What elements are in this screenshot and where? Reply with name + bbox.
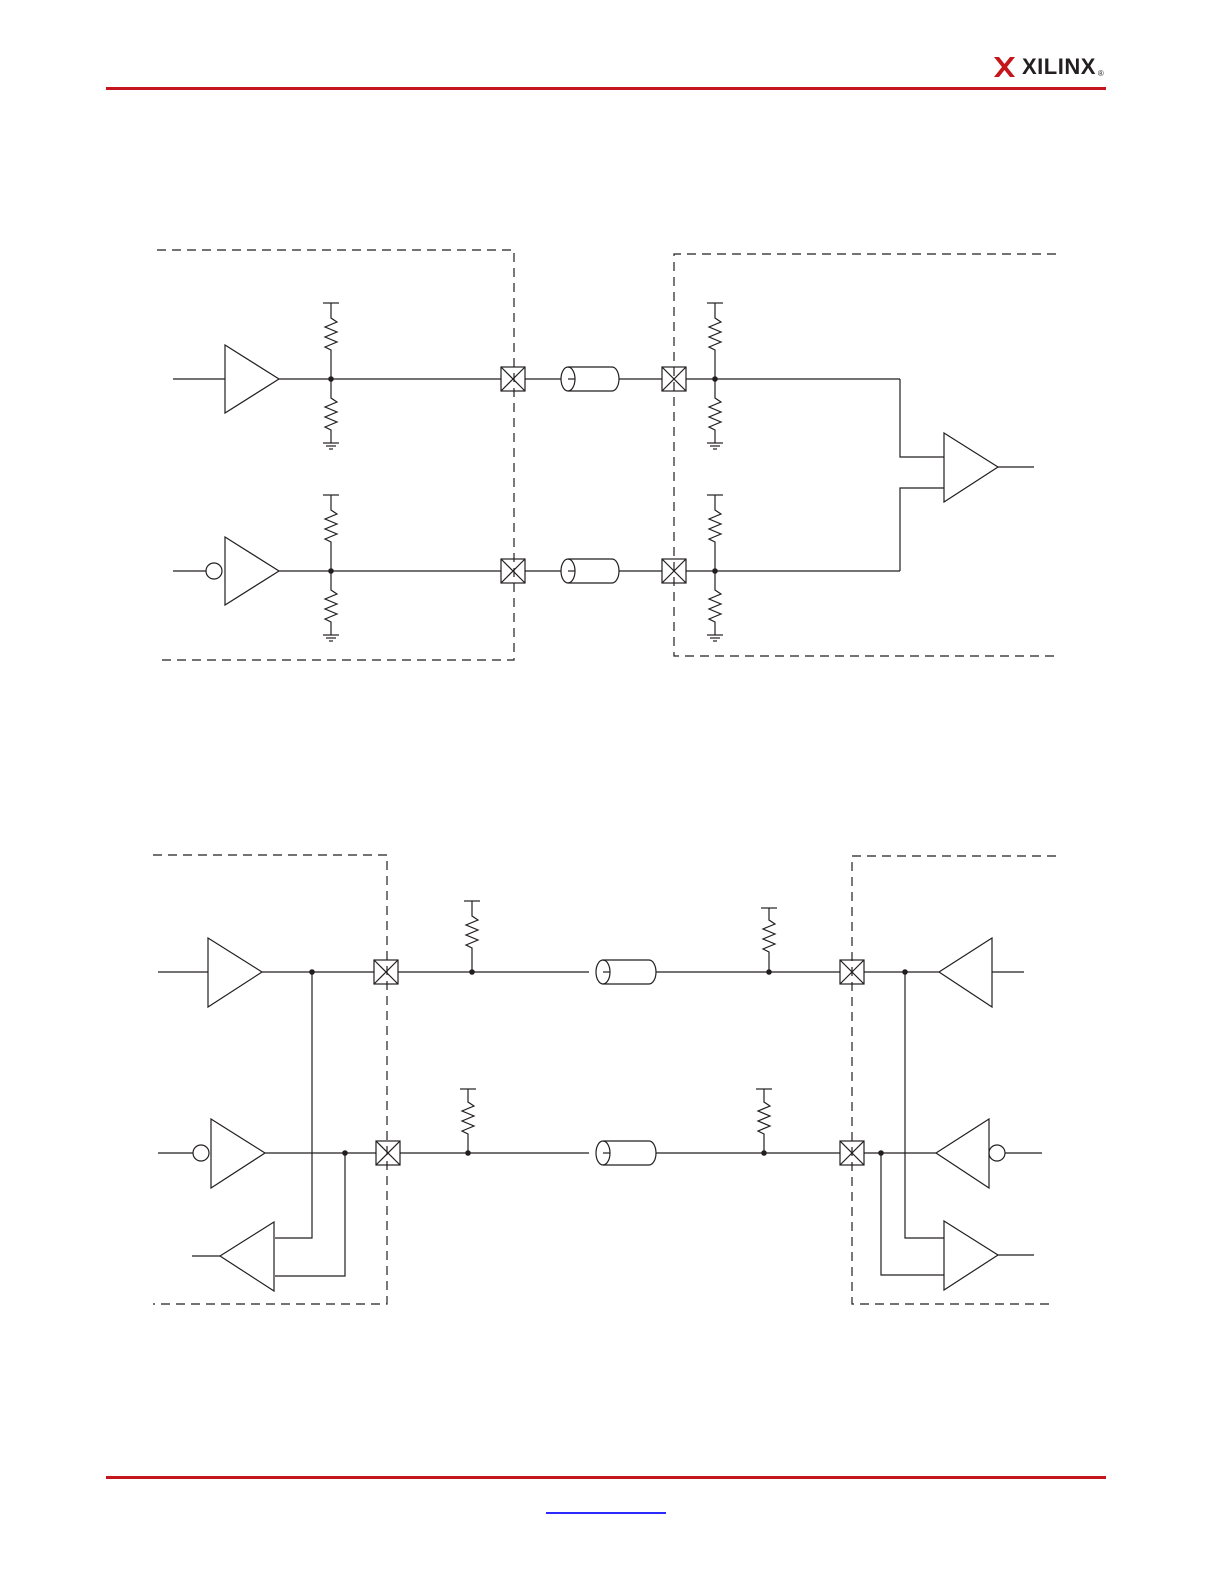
header-rule (106, 87, 1106, 90)
output-buffer-p (225, 345, 279, 413)
transmitter-boundary (157, 250, 514, 660)
schematic-2 (0, 846, 1224, 1316)
receiver-boundary (674, 254, 1056, 656)
left-driver-p (208, 938, 262, 1007)
resistor (709, 379, 721, 443)
resistor (709, 571, 721, 635)
transmission-line (596, 1141, 656, 1165)
right-driver-n (936, 1119, 989, 1188)
inversion-bubble (193, 1145, 209, 1161)
differential-receiver (944, 433, 998, 502)
termination-resistor (462, 1089, 474, 1153)
inversion-bubble (989, 1145, 1005, 1161)
resistor (325, 303, 337, 379)
transmission-line (561, 367, 619, 391)
resistor (325, 571, 337, 635)
resistor (709, 303, 721, 379)
transmission-line (596, 960, 656, 984)
left-device-boundary (153, 855, 387, 1304)
xilinx-mark-icon (992, 55, 1018, 79)
resistor (325, 495, 337, 571)
diagram-bidirectional (0, 846, 1224, 1316)
logo-text: XILINX (1022, 54, 1096, 80)
transmission-line (561, 559, 619, 583)
output-buffer-n (225, 537, 279, 605)
registered-mark: ® (1098, 69, 1104, 78)
diagram-unidirectional (0, 240, 1224, 680)
termination-resistor (763, 908, 775, 972)
left-driver-n (211, 1119, 265, 1188)
schematic-1 (0, 240, 1224, 680)
termination-resistor (466, 901, 478, 972)
right-receiver (944, 1221, 998, 1290)
termination-resistor (758, 1089, 770, 1153)
right-device-boundary (852, 856, 1056, 1304)
xilinx-logo: XILINX ® (992, 52, 1104, 82)
left-receiver (220, 1222, 274, 1291)
resistor (325, 379, 337, 443)
resistor (709, 495, 721, 571)
footer-rule (106, 1476, 1106, 1479)
right-driver-p (939, 938, 992, 1007)
inversion-bubble (206, 563, 222, 579)
footer-link-underline[interactable] (546, 1512, 666, 1514)
